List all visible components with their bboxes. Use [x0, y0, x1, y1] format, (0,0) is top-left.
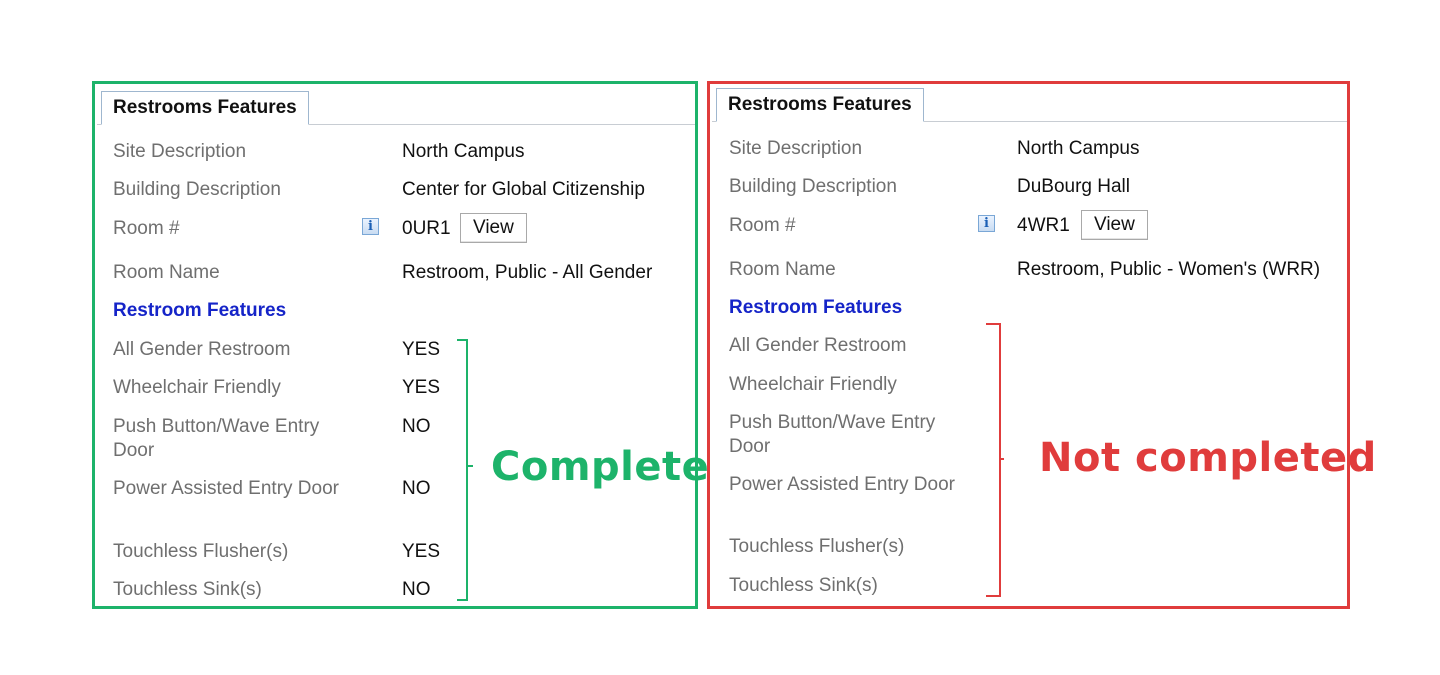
room-name-value: Restroom, Public - Women's (WRR) [1017, 259, 1321, 280]
view-room-button[interactable]: View [1081, 210, 1148, 240]
site-description-label: Site Description [113, 141, 247, 162]
feature-label-touchless-flusher: Touchless Flusher(s) [113, 541, 289, 562]
room-name-value: Restroom, Public - All Gender [402, 262, 653, 283]
feature-label-touchless-sink: Touchless Sink(s) [729, 575, 878, 596]
feature-label-touchless-flusher: Touchless Flusher(s) [729, 536, 905, 557]
feature-value-power-assisted: NO [402, 478, 431, 499]
completed-bracket [457, 339, 473, 601]
tab-bar: Restrooms Features [712, 81, 1347, 122]
completed-status-label: Completed [491, 444, 739, 490]
tab-bar: Restrooms Features [97, 84, 695, 125]
feature-label-touchless-sink: Touchless Sink(s) [113, 579, 262, 600]
not-completed-status-label: Not completed [1039, 435, 1377, 481]
feature-label-power-assisted: Power Assisted Entry Door [113, 478, 339, 499]
building-description-value: Center for Global Citizenship [402, 179, 645, 200]
feature-value-wheelchair: YES [402, 377, 441, 398]
feature-value-touchless-flusher: YES [402, 541, 441, 562]
info-icon[interactable]: i [978, 215, 995, 232]
feature-label-power-assisted: Power Assisted Entry Door [729, 474, 955, 495]
feature-label-push-button: Push Button/Wave Entry Door [113, 416, 320, 461]
site-description-label: Site Description [729, 138, 863, 159]
site-description-value: North Campus [1017, 138, 1140, 159]
room-number-label: Room # [729, 215, 796, 236]
tab-restrooms-features[interactable]: Restrooms Features [101, 91, 309, 125]
not-completed-bracket [986, 323, 1004, 597]
feature-value-touchless-sink: NO [402, 579, 431, 600]
info-icon[interactable]: i [362, 218, 379, 235]
feature-label-all-gender: All Gender Restroom [113, 339, 291, 360]
room-number-label: Room # [113, 218, 180, 239]
room-number-value: 4WR1 [1017, 215, 1070, 236]
restroom-features-heading: Restroom Features [113, 300, 287, 321]
tab-restrooms-features[interactable]: Restrooms Features [716, 88, 924, 122]
feature-label-wheelchair: Wheelchair Friendly [113, 377, 281, 398]
feature-label-wheelchair: Wheelchair Friendly [729, 374, 897, 395]
room-name-label: Room Name [113, 262, 220, 283]
room-name-label: Room Name [729, 259, 836, 280]
building-description-value: DuBourg Hall [1017, 176, 1130, 197]
building-description-label: Building Description [113, 179, 281, 200]
feature-label-all-gender: All Gender Restroom [729, 335, 907, 356]
view-room-button[interactable]: View [460, 213, 527, 243]
restroom-features-heading: Restroom Features [729, 297, 903, 318]
not-completed-panel: Restrooms Features Site Description Nort… [707, 81, 1350, 609]
site-description-value: North Campus [402, 141, 525, 162]
feature-label-push-button: Push Button/Wave Entry Door [729, 412, 936, 457]
room-number-value: 0UR1 [402, 218, 451, 239]
completed-panel: Restrooms Features Site Description Nort… [92, 81, 698, 609]
feature-value-push-button: NO [402, 416, 431, 437]
building-description-label: Building Description [729, 176, 897, 197]
feature-value-all-gender: YES [402, 339, 441, 360]
